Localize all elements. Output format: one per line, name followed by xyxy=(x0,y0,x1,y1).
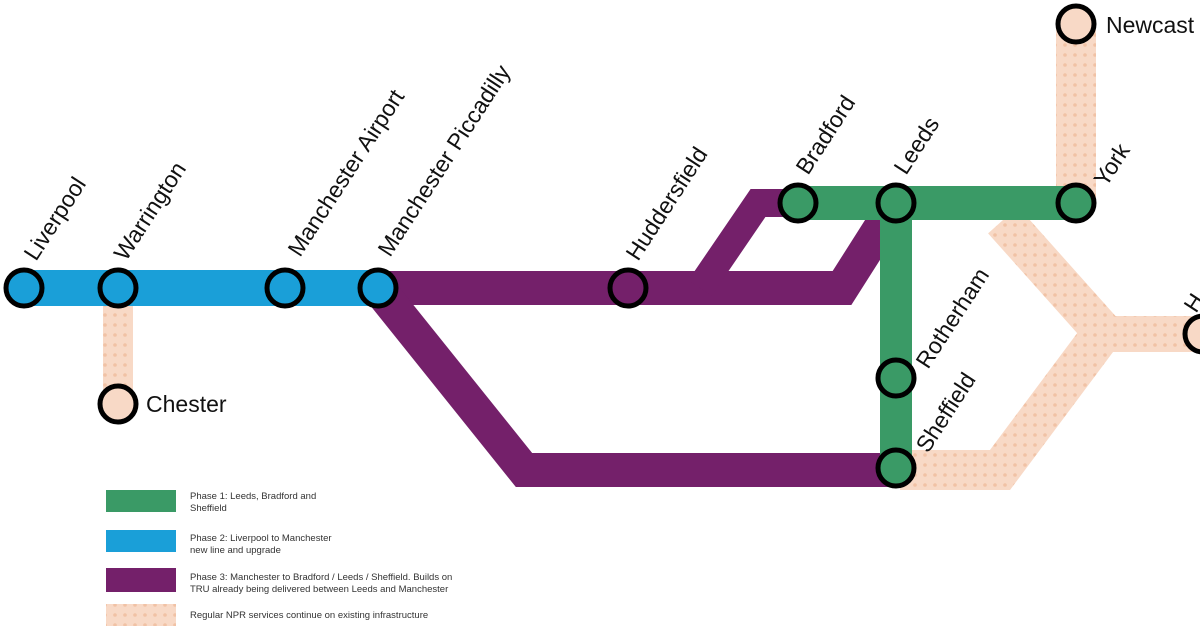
legend-text-phase3-line1: Phase 3: Manchester to Bradford / Leeds … xyxy=(190,572,452,583)
station-marker-manchester-airport xyxy=(264,267,306,309)
legend-text-phase2-line1: Phase 2: Liverpool to Manchester xyxy=(190,533,332,544)
legend-swatch-phase2 xyxy=(106,530,176,552)
existing-route-leeds-hull-sheffield xyxy=(900,206,1129,490)
station-label-warrington: Warrington xyxy=(108,157,191,265)
station-marker-hull xyxy=(1182,313,1200,355)
legend-text-phase1-line1: Phase 1: Leeds, Bradford and xyxy=(190,491,316,502)
station-label-newcastle: Newcast xyxy=(1106,12,1195,38)
station-marker-sheffield xyxy=(875,447,917,489)
legend-swatch-phase3 xyxy=(106,568,176,592)
station-marker-warrington xyxy=(97,267,139,309)
phase3-route-piccadilly-sheffield xyxy=(364,277,896,487)
station-marker-leeds xyxy=(875,182,917,224)
legend-swatch-phase1 xyxy=(106,490,176,512)
station-label-hull: H xyxy=(1178,289,1200,317)
legend: Phase 1: Leeds, Bradford and Sheffield P… xyxy=(106,490,452,626)
legend-text-phase3-line2: TRU already being delivered between Leed… xyxy=(190,584,448,595)
station-marker-rotherham xyxy=(875,357,917,399)
station-label-chester: Chester xyxy=(146,391,227,417)
station-label-huddersfield: Huddersfield xyxy=(620,142,712,264)
legend-text-phase2-line2: new line and upgrade xyxy=(190,545,281,556)
station-marker-liverpool xyxy=(3,267,45,309)
existing-routes xyxy=(103,24,1200,490)
station-label-rotherham: Rotherham xyxy=(910,263,994,373)
station-marker-manchester-piccadilly xyxy=(357,267,399,309)
station-marker-york xyxy=(1055,182,1097,224)
station-label-bradford: Bradford xyxy=(790,91,860,179)
phase1-routes xyxy=(798,186,1076,470)
station-label-leeds: Leeds xyxy=(888,112,944,179)
station-label-sheffield: Sheffield xyxy=(910,368,980,457)
station-marker-newcastle xyxy=(1055,3,1097,45)
legend-text-existing-line1: Regular NPR services continue on existin… xyxy=(190,610,428,621)
station-marker-bradford xyxy=(777,182,819,224)
station-label-liverpool: Liverpool xyxy=(18,172,91,264)
legend-text-phase1-line2: Sheffield xyxy=(190,503,227,514)
station-marker-chester xyxy=(97,383,139,425)
stations xyxy=(3,3,1200,489)
phase3-route-piccadilly-leeds xyxy=(378,193,911,305)
legend-swatch-existing xyxy=(106,604,176,626)
station-marker-huddersfield xyxy=(607,267,649,309)
